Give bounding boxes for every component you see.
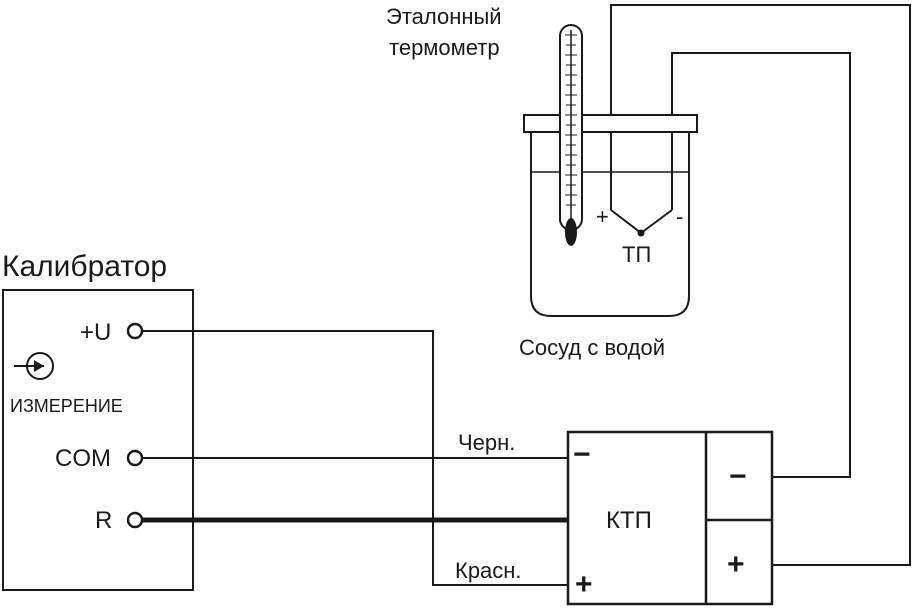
wire-black-label: Черн. xyxy=(458,430,515,455)
ktp-right-plus: + xyxy=(727,548,745,581)
calibrator-box xyxy=(2,289,194,591)
ktp-right-minus: − xyxy=(729,460,747,493)
ktp-label: КТП xyxy=(606,507,652,534)
terminal-r-label: R xyxy=(95,507,112,534)
terminal-com-label: COM xyxy=(55,445,111,472)
terminal-com-connector xyxy=(126,449,144,467)
terminal-r-connector xyxy=(126,511,144,529)
terminal-u-label: +U xyxy=(80,319,111,346)
vessel-label: Сосуд с водой xyxy=(519,335,665,360)
thermocouple-junction-dot xyxy=(637,229,645,237)
calibrator-title: Калибратор xyxy=(2,250,167,283)
tp-minus-label: - xyxy=(676,204,683,229)
wire-ktp-plus xyxy=(610,4,911,566)
thermometer-label-line2: термометр xyxy=(389,35,500,60)
vessel xyxy=(530,132,690,317)
thermometer-icon xyxy=(559,24,583,246)
thermometer-label-line1: Эталонный xyxy=(386,4,502,29)
measure-mode-label: ИЗМЕРЕНИЕ xyxy=(10,396,123,416)
terminal-u-connector xyxy=(126,322,144,340)
tp-label: ТП xyxy=(622,242,651,267)
ktp-left-plus: + xyxy=(575,568,593,601)
wire-ktp-minus xyxy=(671,52,851,478)
ktp-left-minus: − xyxy=(573,438,591,471)
measure-icon xyxy=(14,352,54,380)
vessel-lid xyxy=(523,114,698,133)
wire-red-label: Красн. xyxy=(455,558,522,583)
ktp-box xyxy=(566,430,774,606)
tp-plus-label: + xyxy=(596,204,609,229)
